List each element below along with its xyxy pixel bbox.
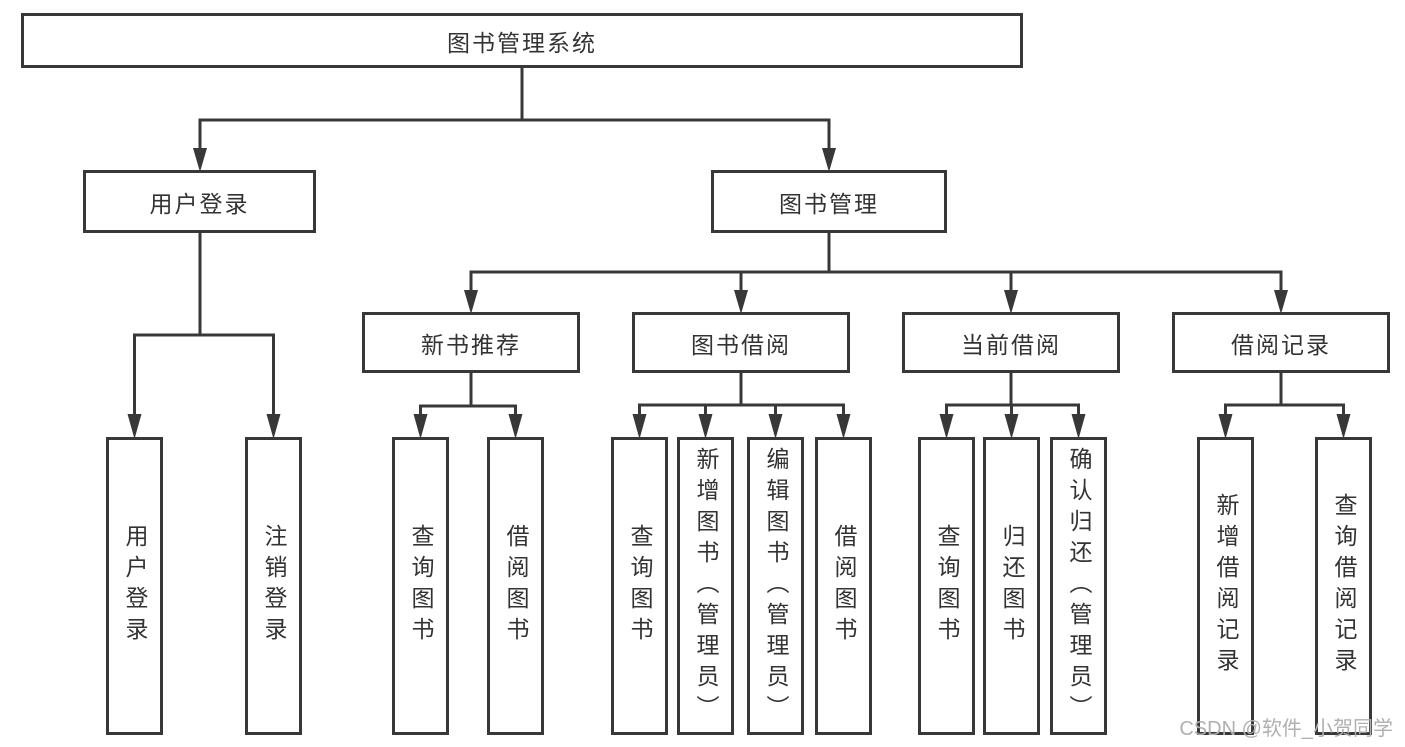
node-query-borrow-record: 查询借阅记录 [1315, 437, 1372, 735]
node-label: 图书借阅 [691, 331, 791, 358]
node-book-management-branch: 图书管理 [711, 170, 947, 233]
node-rec-borrow-books: 借阅图书 [487, 437, 544, 735]
node-label: 查询图书 [934, 524, 960, 648]
node-logout: 注销登录 [245, 437, 302, 735]
node-label: 查询图书 [627, 524, 653, 648]
node-rec-query-books: 查询图书 [392, 437, 449, 735]
node-add-borrow-record: 新增借阅记录 [1197, 437, 1254, 735]
node-label: 新增图书（管理员） [693, 446, 719, 726]
node-label: 新书推荐 [421, 331, 521, 358]
node-label: 借阅记录 [1231, 331, 1331, 358]
node-library-management-system: 图书管理系统 [21, 13, 1023, 68]
csdn-watermark: CSDN @软件_小贺同学 [1179, 718, 1393, 740]
node-label: 图书管理 [779, 190, 879, 217]
node-label: 查询借阅记录 [1331, 493, 1357, 679]
node-label: 新增借阅记录 [1213, 493, 1239, 679]
node-return-books: 归还图书 [983, 437, 1040, 735]
node-current-query-books: 查询图书 [918, 437, 975, 735]
node-label: 确认归还（管理员） [1066, 446, 1092, 726]
node-label: 编辑图书（管理员） [763, 446, 789, 726]
node-edit-book-admin: 编辑图书（管理员） [747, 437, 804, 735]
node-current-borrowing: 当前借阅 [902, 312, 1120, 373]
node-borrow-borrow-books: 借阅图书 [815, 437, 872, 735]
node-label: 图书管理系统 [447, 29, 597, 56]
node-label: 用户登录 [149, 190, 250, 217]
node-borrowing-records: 借阅记录 [1172, 312, 1390, 373]
node-label: 用户登录 [122, 524, 148, 648]
node-book-borrowing: 图书借阅 [632, 312, 850, 373]
node-add-book-admin: 新增图书（管理员） [677, 437, 734, 735]
node-label: 借阅图书 [831, 524, 857, 648]
node-new-book-recommendation: 新书推荐 [362, 312, 580, 373]
node-label: 注销登录 [261, 524, 287, 648]
node-borrow-query-books: 查询图书 [611, 437, 668, 735]
node-label: 借阅图书 [503, 524, 529, 648]
node-label: 查询图书 [408, 524, 434, 648]
node-label: 当前借阅 [961, 331, 1061, 358]
node-user-login-action: 用户登录 [106, 437, 163, 735]
node-label: 归还图书 [999, 524, 1025, 648]
node-user-login-branch: 用户登录 [83, 170, 316, 233]
node-confirm-return-admin: 确认归还（管理员） [1050, 437, 1107, 735]
